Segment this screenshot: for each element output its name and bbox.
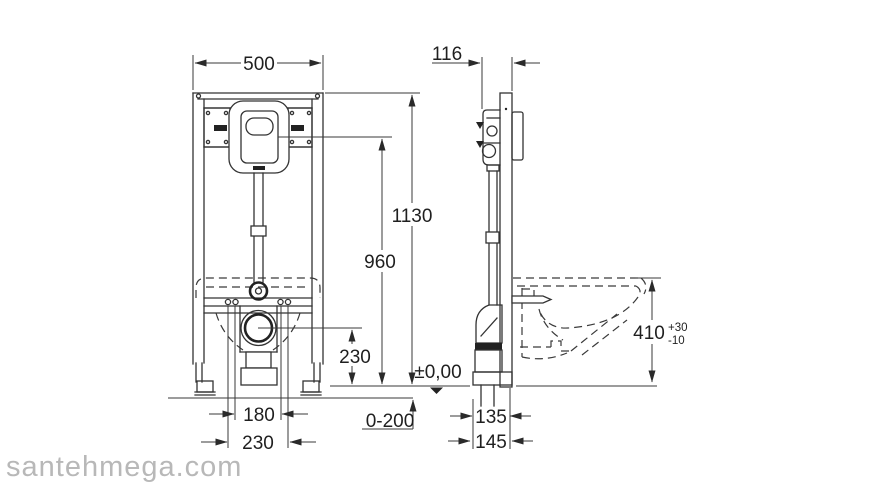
floor-lines: [168, 385, 657, 399]
dimension-lines: [192, 55, 661, 449]
dim-bowl-tolerance-plus: +30: [668, 322, 688, 334]
watermark-text: santehmega.com: [6, 451, 243, 483]
level-symbol: [430, 387, 443, 394]
dim-bowl-height: 410: [633, 323, 665, 344]
dim-plate-center-height: 960: [364, 252, 396, 273]
wc-bolt-holes: [224, 298, 292, 306]
dim-bowl-tolerance-minus: -10: [668, 335, 685, 347]
dim-floor-level: ±0,00: [414, 362, 461, 383]
side-flush-pipe: [485, 170, 500, 306]
dim-front-width: 500: [243, 54, 275, 75]
side-outlet-elbow: [472, 304, 513, 407]
dim-total-height: 1130: [392, 206, 433, 227]
side-view: [472, 92, 647, 407]
dimension-labels: 500 116 1130 960 230 ±0,00 0-200 180 230…: [241, 44, 690, 454]
dim-feet-adjustment: 0-200: [366, 411, 415, 432]
waste-outlet: [239, 305, 278, 386]
dim-outlet-height: 230: [339, 347, 371, 368]
side-rail: [499, 92, 524, 388]
dim-outlet-offset: 135: [475, 407, 507, 428]
bowl-support-arm: [511, 295, 553, 304]
dim-bolt-spacing-inner: 180: [243, 405, 275, 426]
flush-pipe-front: [248, 172, 269, 301]
dim-bolt-spacing-outer: 230: [242, 433, 274, 454]
front-view: [192, 92, 324, 396]
dim-supply-offset: 145: [475, 432, 507, 453]
bowl-outline-side: [513, 277, 647, 360]
plate-brackets: [203, 107, 313, 148]
dim-side-depth: 116: [432, 44, 462, 65]
side-cistern: [476, 109, 501, 172]
frame-feet: [194, 362, 322, 396]
